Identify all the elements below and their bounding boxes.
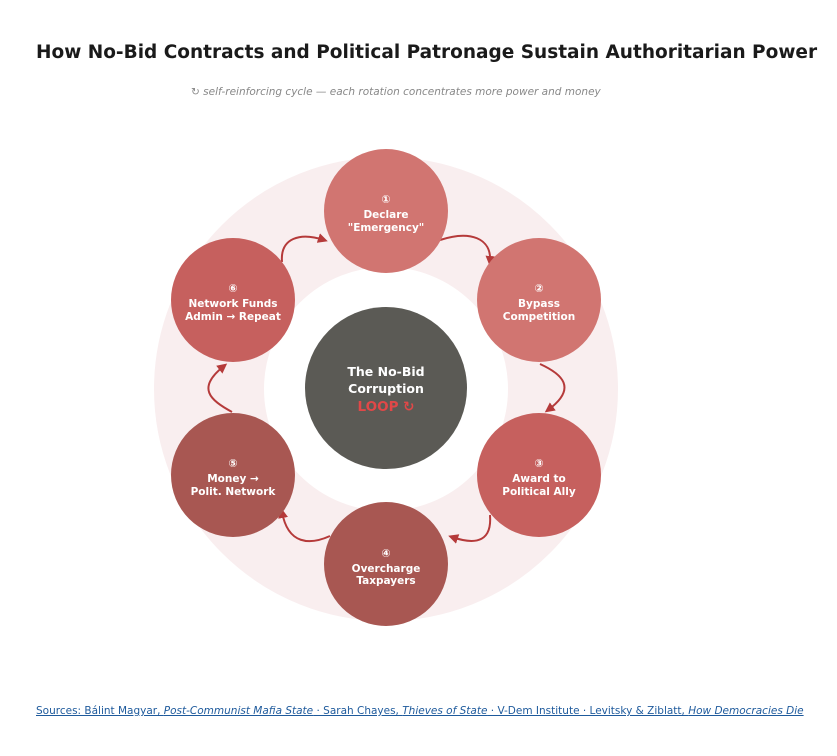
step-3-node: ③ Award to Political Ally [477, 413, 601, 537]
center-line2: Corruption [348, 381, 424, 396]
footer-book-2[interactable]: Thieves of State [402, 705, 488, 717]
connectors [207, 233, 566, 544]
center-line1: The No-Bid [347, 364, 424, 379]
step-5-label-line2: Polit. Network [191, 486, 277, 498]
footer-prefix: Sources: Bálint Magyar, [36, 705, 164, 717]
connector-arrow-2-to-3 [539, 363, 566, 413]
step-6-number: ⑥ [228, 282, 237, 295]
step-1-label-line2: "Emergency" [348, 222, 425, 234]
step-2-number: ② [534, 282, 543, 295]
diagram-title: How No-Bid Contracts and Political Patro… [36, 42, 818, 63]
connector-arrow-5-to-6 [207, 363, 233, 413]
connector-arrow-6-to-1 [280, 233, 328, 263]
step-1-node: ① Declare "Emergency" [324, 149, 448, 273]
center-hub: The No-Bid Corruption LOOP ↻ [305, 307, 467, 469]
sources-footer[interactable]: Sources: Bálint Magyar, Post-Communist M… [36, 705, 804, 717]
step-6-circle [171, 238, 295, 362]
step-3-circle [477, 413, 601, 537]
footer-book-1[interactable]: Post-Communist Mafia State [163, 705, 314, 717]
step-1-circle [324, 149, 448, 273]
footer-sep-1: · Sarah Chayes, [313, 705, 403, 717]
step-3-label-line1: Award to [512, 473, 566, 485]
connector-arrow-4-to-5 [278, 508, 331, 543]
step-5-circle [171, 413, 295, 537]
step-1-number: ① [381, 193, 390, 206]
step-5-node: ⑤ Money → Polit. Network [171, 413, 295, 537]
footer-book-3[interactable]: How Democracies Die [688, 705, 804, 717]
step-2-label-line1: Bypass [518, 298, 560, 310]
step-2-label-line2: Competition [503, 311, 575, 323]
step-4-number: ④ [381, 547, 390, 560]
step-6-node: ⑥ Network Funds Admin → Repeat [171, 238, 295, 362]
step-3-number: ③ [534, 457, 543, 470]
step-2-node: ② Bypass Competition [477, 238, 601, 362]
step-3-label-line2: Political Ally [502, 486, 576, 498]
step-4-node: ④ Overcharge Taxpayers [324, 502, 448, 626]
step-4-label-line1: Overcharge [352, 563, 421, 575]
step-5-number: ⑤ [228, 457, 237, 470]
step-6-label-line1: Network Funds [188, 298, 277, 310]
center-circle [305, 307, 467, 469]
connector-arrow-3-to-4 [448, 514, 492, 544]
connector-arrow-1-to-2 [439, 234, 496, 266]
footer-sep-2: · V-Dem Institute · Levitsky & Ziblatt, [487, 705, 689, 717]
step-4-circle [324, 502, 448, 626]
step-5-label-line1: Money → [207, 473, 259, 485]
step-1-label-line1: Declare [363, 209, 408, 221]
step-6-label-line2: Admin → Repeat [185, 311, 281, 323]
step-4-label-line2: Taxpayers [356, 575, 415, 587]
diagram-subtitle: ↻ self-reinforcing cycle — each rotation… [191, 86, 601, 98]
center-loop-label: LOOP ↻ [358, 399, 415, 415]
step-2-circle [477, 238, 601, 362]
